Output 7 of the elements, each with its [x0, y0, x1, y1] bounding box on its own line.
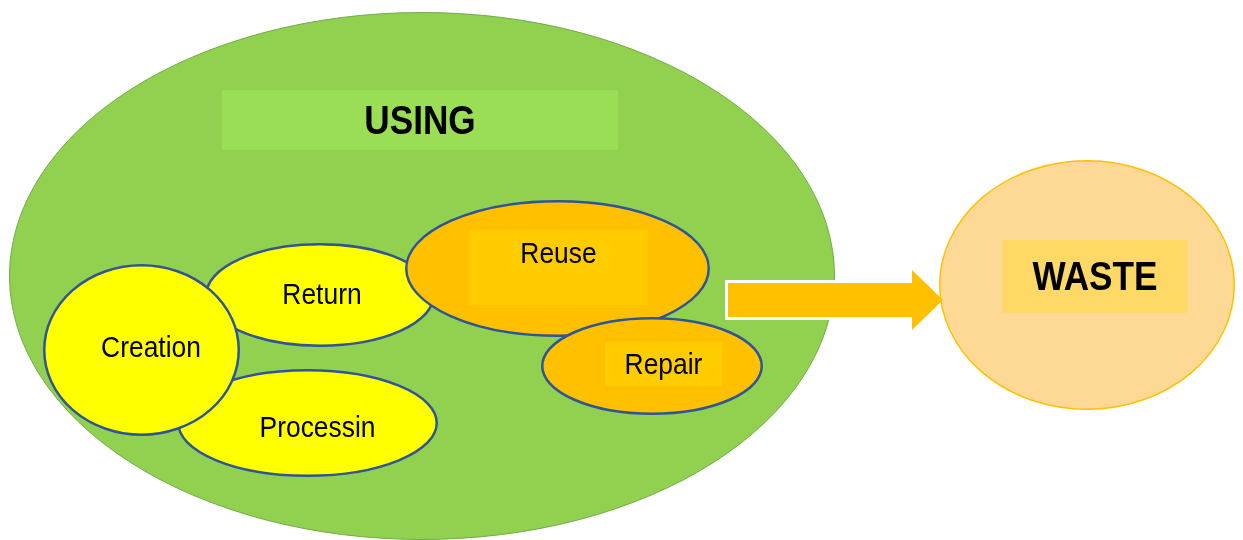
title-label: USING [222, 90, 618, 150]
node-label: Return [281, 276, 363, 312]
node-label: Processin [258, 409, 377, 445]
node-label: Repair [605, 342, 722, 386]
title-label: WASTE [1002, 240, 1188, 313]
node-label: Creation [100, 329, 202, 365]
node-label: Reuse [469, 230, 648, 305]
